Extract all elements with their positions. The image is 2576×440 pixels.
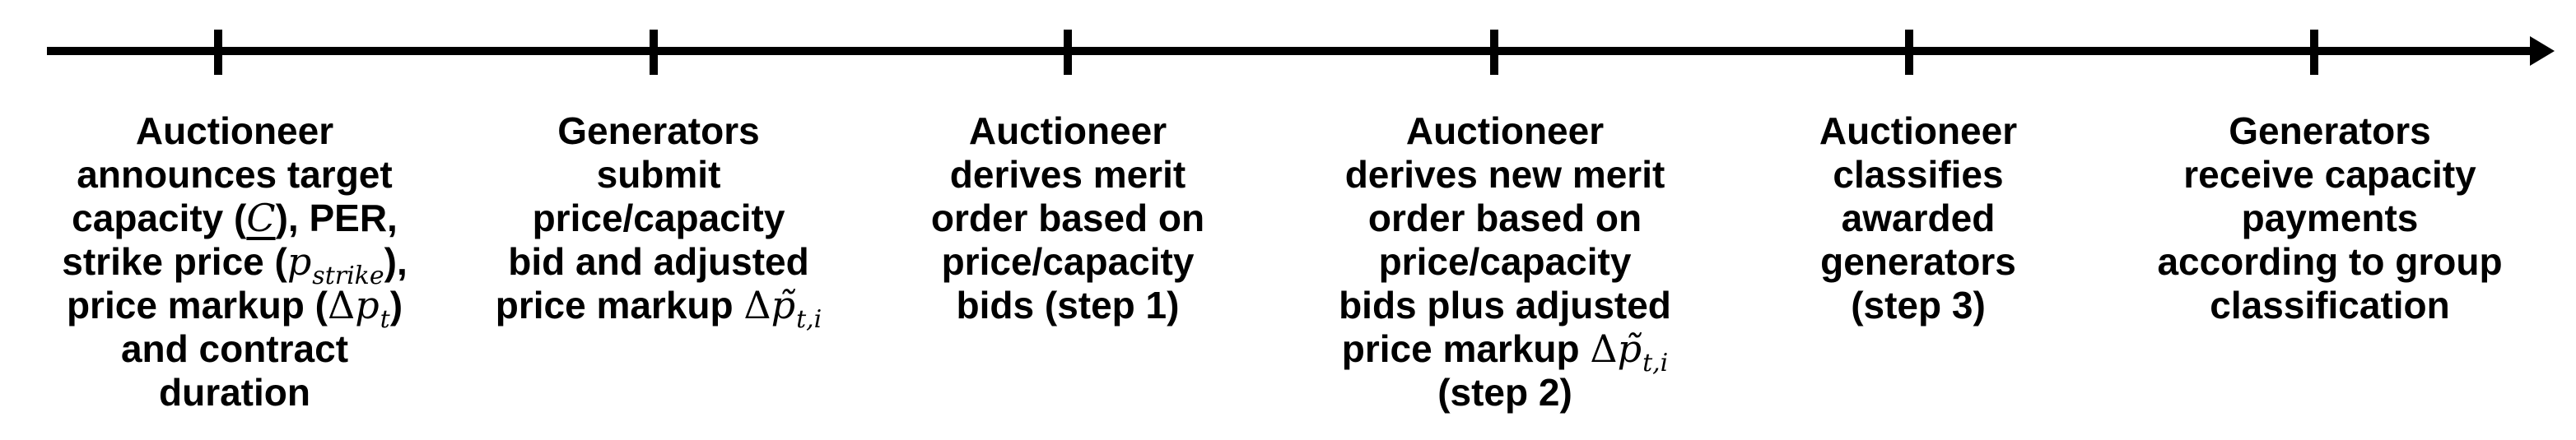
text-segment: classifies: [1833, 153, 2004, 196]
text-segment: (step 2): [1437, 371, 1572, 414]
event-text-line: derives new merit: [1291, 153, 1719, 197]
event-text-line: bids plus adjusted: [1291, 284, 1719, 327]
event-text-line: price/capacity: [445, 197, 873, 240]
timeline-tick-mark: [2310, 30, 2318, 75]
event-text-line: duration: [21, 371, 449, 415]
text-segment: ), PER,: [275, 197, 398, 239]
text-segment: duration: [159, 371, 310, 414]
event-text-line: price markup Δp̃t,i: [445, 283, 873, 335]
event-text-line: classification: [2116, 284, 2544, 327]
event-text-line: submit: [445, 153, 873, 197]
text-segment: derives merit: [949, 153, 1186, 196]
timeline-tick-mark: [1064, 30, 1072, 75]
event-text-line: price markup (Δpt): [21, 283, 449, 335]
math-segment: t,i: [796, 305, 822, 334]
timeline-tick-mark: [650, 30, 658, 75]
text-segment: awarded: [1841, 197, 1996, 239]
text-segment: price markup: [495, 284, 744, 327]
text-segment: capacity (: [72, 197, 247, 239]
text-segment: order based on: [930, 197, 1205, 239]
math-segment: Δ: [1590, 327, 1618, 371]
text-segment: classification: [2210, 284, 2450, 327]
event-text-line: derives merit: [854, 153, 1282, 197]
text-segment: receive capacity: [2183, 153, 2476, 196]
math-segment: Δ: [743, 283, 771, 327]
text-segment: Generators: [557, 109, 760, 152]
event-text-line: Generators: [445, 109, 873, 153]
event-text-line: order based on: [1291, 197, 1719, 240]
arrow-right-icon: [2530, 36, 2555, 66]
event-text-line: Generators: [2116, 109, 2544, 153]
event-text-line: announces target: [21, 153, 449, 197]
event-text-line: order based on: [854, 197, 1282, 240]
text-segment: Generators: [2229, 109, 2431, 152]
math-segment: t: [380, 305, 390, 334]
event-text-line: Auctioneer: [854, 109, 1282, 153]
text-segment: ): [389, 284, 403, 327]
event-text-line: bids (step 1): [854, 284, 1282, 327]
math-segment: p̃: [1617, 327, 1642, 371]
text-segment: price/capacity: [1378, 240, 1632, 283]
math-segment: p: [286, 239, 312, 284]
text-segment: order based on: [1367, 197, 1642, 239]
math-segment: p: [355, 283, 380, 327]
text-segment: ),: [384, 240, 408, 283]
text-segment: Auctioneer: [1819, 109, 2018, 152]
text-segment: generators: [1820, 240, 2016, 283]
event-text-line: receive capacity: [2116, 153, 2544, 197]
text-segment: bid and adjusted: [508, 240, 809, 283]
timeline-axis-line: [47, 47, 2533, 55]
text-segment: according to group: [2157, 240, 2503, 283]
math-segment: t,i: [1642, 349, 1669, 377]
event-text-line: strike price (pstrike),: [21, 239, 449, 291]
event-text-line: classifies: [1704, 153, 2132, 197]
event-text-line: bid and adjusted: [445, 240, 873, 284]
text-segment: announces target: [77, 153, 393, 196]
text-segment: Auctioneer: [135, 109, 334, 152]
timeline-tick-mark: [1905, 30, 1913, 75]
event-text-line: price/capacity: [1291, 240, 1719, 284]
text-segment: (step 3): [1851, 284, 1986, 327]
text-segment: strike price (: [62, 240, 287, 283]
text-segment: Auctioneer: [1405, 109, 1605, 152]
text-segment: price markup (: [66, 284, 328, 327]
text-segment: bids plus adjusted: [1339, 284, 1671, 327]
text-segment: price/capacity: [532, 197, 785, 239]
text-segment: price markup: [1341, 327, 1591, 370]
event-text-line: awarded: [1704, 197, 2132, 240]
event-text-line: and contract: [21, 327, 449, 371]
event-text-line: capacity (C), PER,: [21, 197, 449, 240]
text-segment: bids (step 1): [956, 284, 1180, 327]
event-text-line: according to group: [2116, 240, 2544, 284]
event-text-line: generators: [1704, 240, 2132, 284]
math-segment: strike: [312, 262, 384, 290]
math-segment: C: [246, 196, 276, 240]
event-text-line: payments: [2116, 197, 2544, 240]
text-segment: submit: [596, 153, 721, 196]
math-segment: p̃: [771, 283, 796, 327]
timeline-tick-mark: [214, 30, 222, 75]
text-segment: derives new merit: [1344, 153, 1665, 196]
text-segment: payments: [2241, 197, 2419, 239]
event-text-line: price/capacity: [854, 240, 1282, 284]
event-text-line: Auctioneer: [1291, 109, 1719, 153]
timeline-tick-mark: [1490, 30, 1498, 75]
event-text-line: Auctioneer: [21, 109, 449, 153]
math-segment: Δ: [327, 283, 356, 327]
event-text-line: Auctioneer: [1704, 109, 2132, 153]
event-text-line: (step 2): [1291, 371, 1719, 415]
text-segment: Auctioneer: [968, 109, 1167, 152]
text-segment: price/capacity: [941, 240, 1195, 283]
event-text-line: (step 3): [1704, 284, 2132, 327]
text-segment: and contract: [120, 327, 349, 370]
event-text-line: price markup Δp̃t,i: [1291, 327, 1719, 378]
